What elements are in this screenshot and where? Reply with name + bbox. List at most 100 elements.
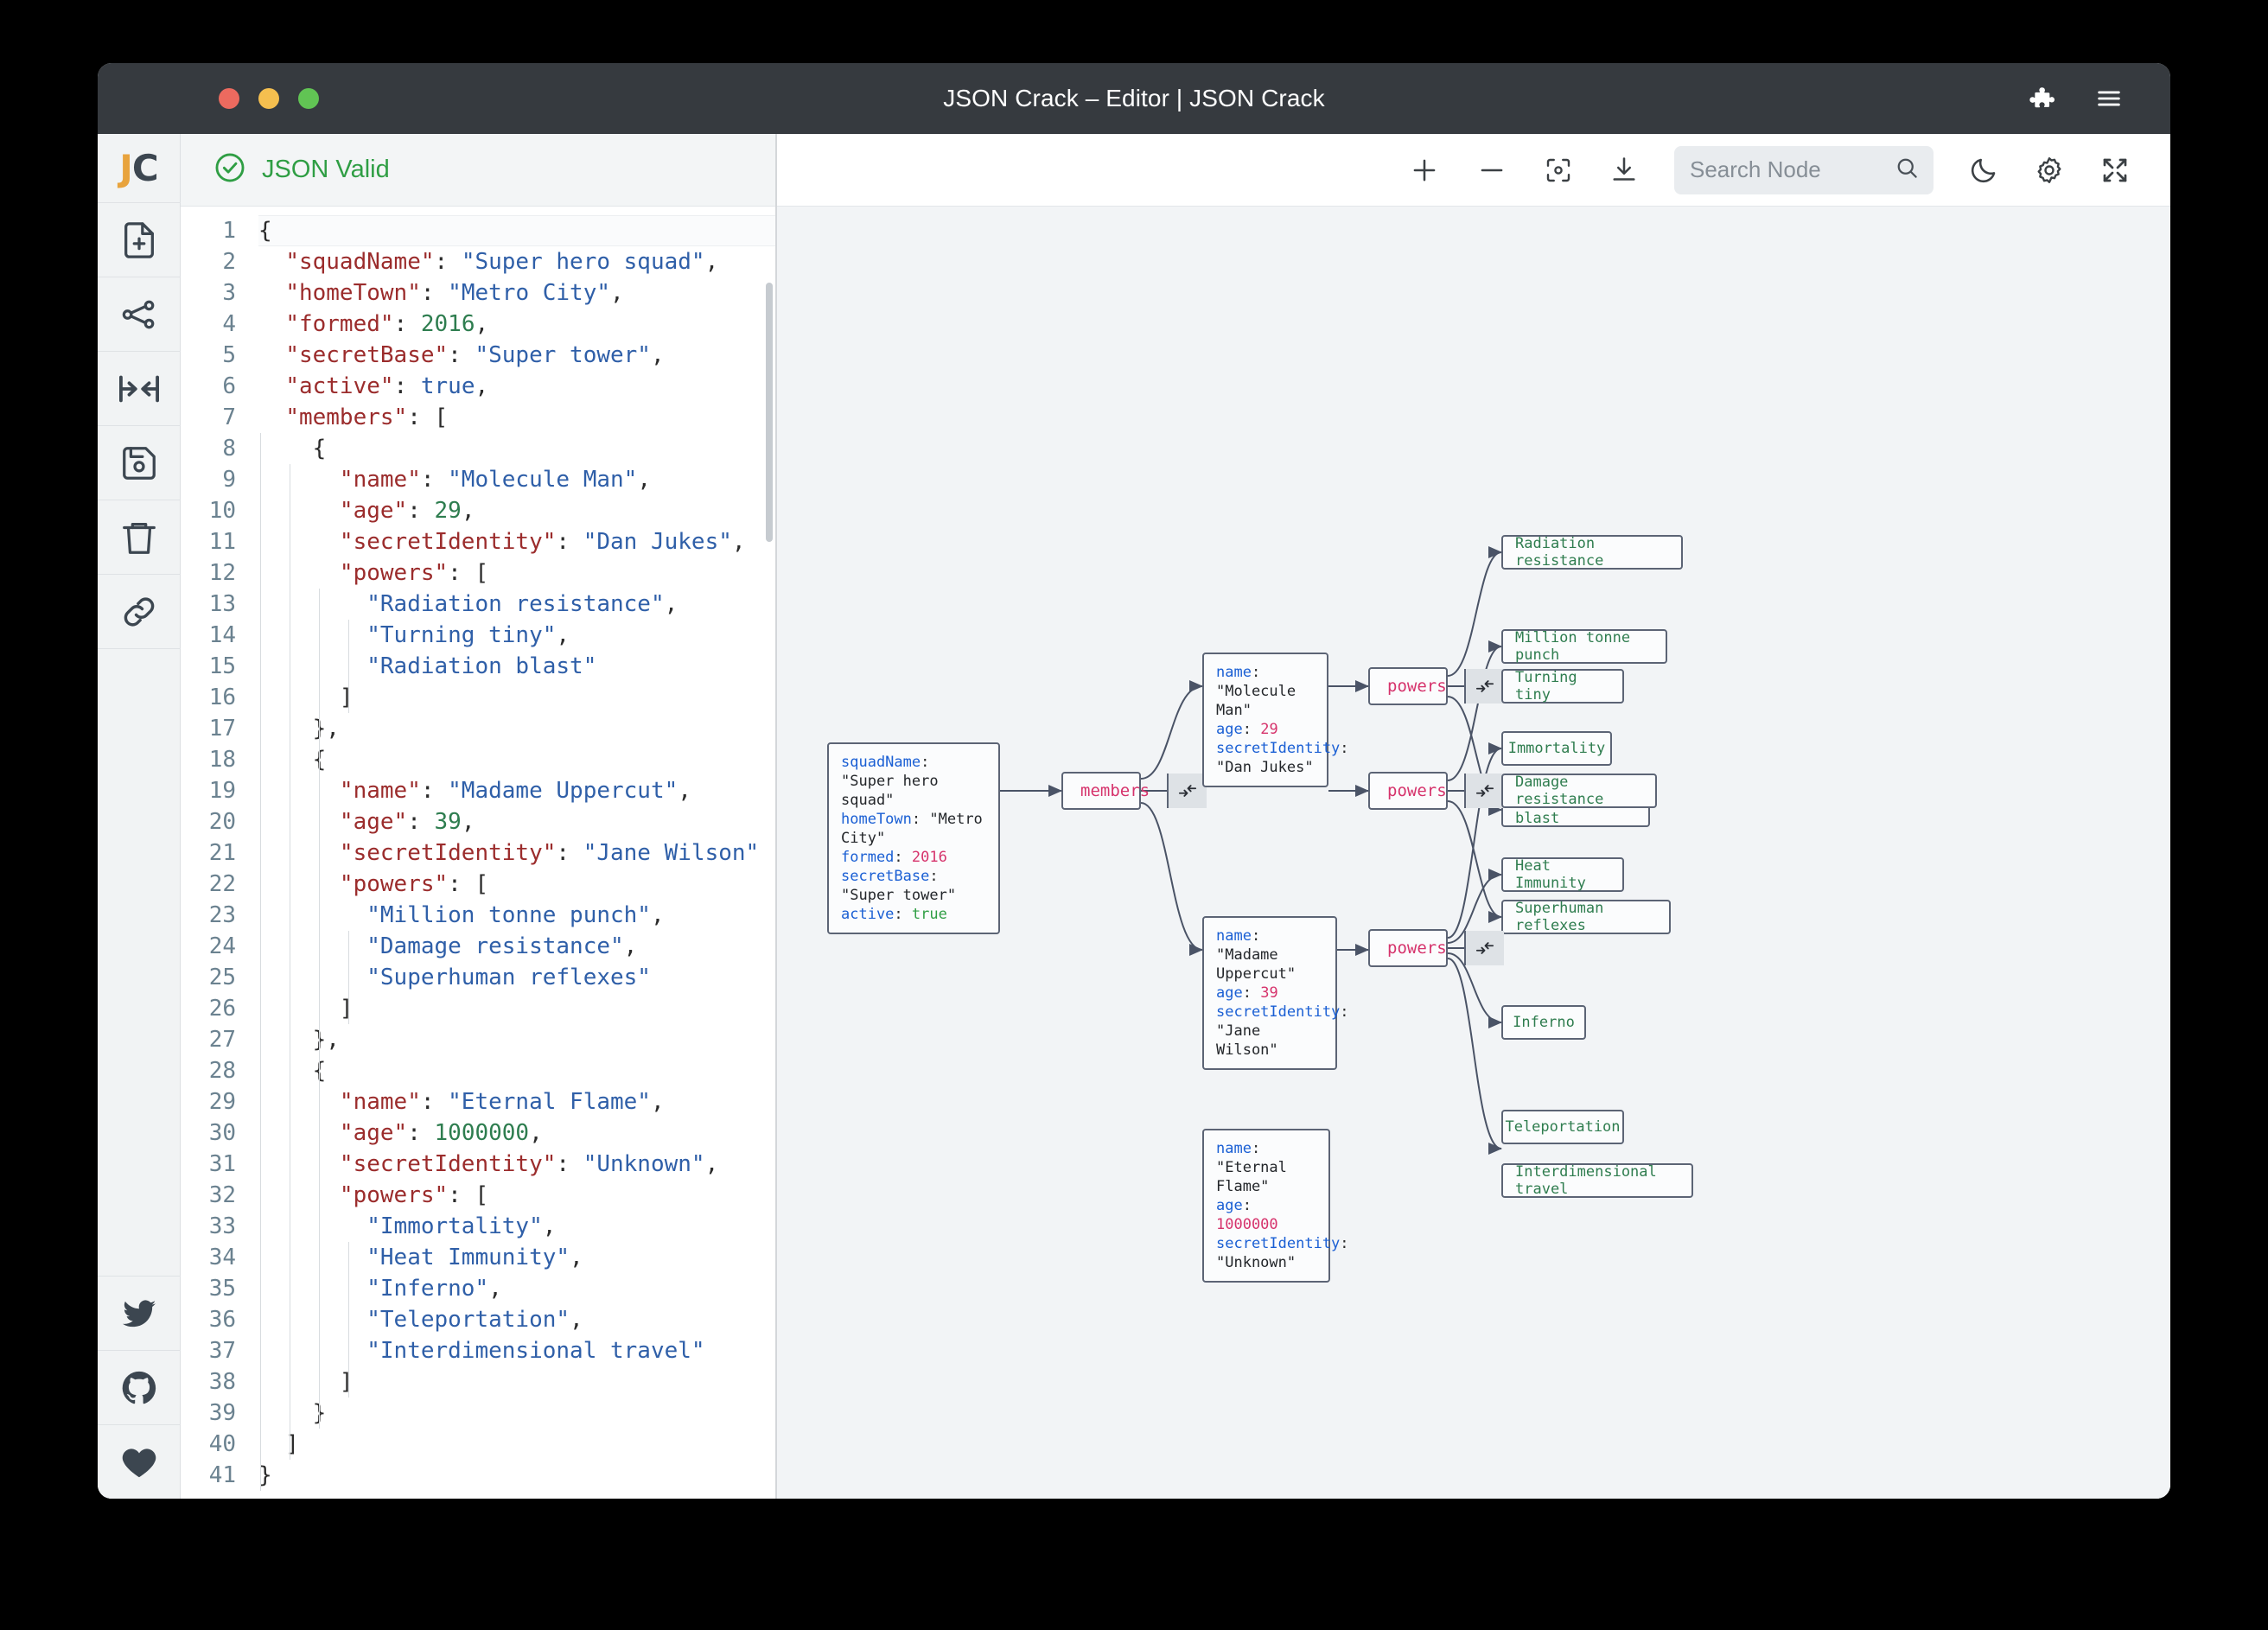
share-graph-button[interactable] [98,277,181,352]
code-line: "Radiation blast" [366,653,597,679]
app-body: JC [98,134,2170,1499]
line-number: 11 [208,529,236,555]
maximize-window-button[interactable] [298,88,319,109]
delete-icon [119,518,159,557]
logo-letter-j: J [119,147,133,189]
member-node-molecule-man[interactable]: name: "Molecule Man" age: 29 secretIdent… [1202,653,1349,787]
power-leaf-node[interactable]: Turning tiny [1501,669,1624,704]
node-row: formed: 2016 [841,849,947,866]
node-row: age: 29 [1216,721,1278,738]
line-number: 2 [222,249,236,275]
code-line: "secretIdentity": "Unknown", [339,1151,719,1177]
line-number: 9 [222,467,236,493]
settings-button[interactable] [2034,155,2065,186]
members-key-node[interactable]: members [1061,772,1207,810]
delete-button[interactable] [98,500,181,575]
powers-key-node-1[interactable]: powers [1368,667,1504,705]
node-row: secretIdentity: "Dan Jukes" [1216,740,1349,776]
line-number: 31 [208,1151,236,1177]
code-line: "squadName": "Super hero squad", [285,249,719,275]
search-icon[interactable] [1894,155,1920,185]
power-leaf-node[interactable]: Inferno [1501,1005,1586,1040]
github-button[interactable] [98,1350,181,1424]
fullscreen-button[interactable] [2099,155,2131,186]
power-leaf-node[interactable]: Damage resistance [1501,774,1657,808]
line-number: 37 [208,1338,236,1364]
share-graph-icon [119,295,159,334]
node-row: homeTown: "Metro City" [841,811,983,847]
line-number: 36 [208,1307,236,1333]
indent-guide [319,589,320,1429]
line-number: 15 [208,653,236,679]
node-row: squadName: "Super hero squad" [841,754,939,809]
new-document-button[interactable] [98,203,181,277]
collapse-icon[interactable] [1463,669,1504,704]
app-logo[interactable]: JC [98,134,181,203]
member-node-eternal-flame[interactable]: name: "Eternal Flame" age: 1000000 secre… [1202,1129,1349,1283]
extensions-icon[interactable] [2025,84,2055,113]
editor-scrollbar[interactable] [766,283,773,542]
line-number: 40 [208,1431,236,1457]
line-number: 35 [208,1276,236,1302]
code-line: "age": 29, [339,498,475,524]
power-leaf-node[interactable]: Heat Immunity [1501,857,1624,892]
zoom-out-button[interactable] [1475,154,1508,187]
window-controls [219,88,319,109]
code-content[interactable]: { "squadName": "Super hero squad", "home… [246,207,775,1499]
collapse-icon[interactable] [1463,774,1504,808]
code-line: "secretIdentity": "Jane Wilson" [339,840,760,866]
center-view-button[interactable] [1543,155,1574,186]
search-node-box[interactable] [1674,145,1934,194]
code-line: "powers": [ [339,871,489,897]
copy-link-button[interactable] [98,575,181,649]
indent-guide [348,620,349,713]
power-leaf-node[interactable]: Radiation resistance [1501,535,1683,570]
code-line: "powers": [ [339,1182,489,1208]
code-line: ] [258,684,354,710]
link-icon [119,592,159,632]
power-leaf-node[interactable]: Immortality [1501,731,1612,766]
dark-mode-toggle[interactable] [1968,155,1999,186]
line-number: 17 [208,716,236,742]
code-line: } [258,1400,327,1426]
line-number: 6 [222,373,236,399]
collapse-arrows-button[interactable] [98,352,181,426]
zoom-in-button[interactable] [1408,154,1441,187]
node-row: name: "Molecule Man" [1216,664,1296,719]
collapse-icon[interactable] [1463,931,1504,965]
members-label: members [1080,781,1150,800]
line-number: 5 [222,342,236,368]
line-number: 25 [208,965,236,990]
minimize-window-button[interactable] [258,88,279,109]
code-line: "homeTown": "Metro City", [285,280,624,306]
code-line: "Million tonne punch", [366,902,665,928]
graph-canvas[interactable]: squadName: "Super hero squad" homeTown: … [777,207,2170,1499]
line-number: 26 [208,996,236,1022]
code-line: "secretIdentity": "Dan Jukes", [339,529,746,555]
search-input[interactable] [1690,156,1887,183]
collapse-icon[interactable] [1167,774,1207,808]
code-line: "powers": [ [339,560,489,586]
code-line: { [258,747,327,773]
menu-icon[interactable] [2094,84,2124,113]
power-leaf-node[interactable]: Million tonne punch [1501,629,1667,664]
close-window-button[interactable] [219,88,239,109]
json-validity-label: JSON Valid [262,156,390,183]
line-number: 1 [222,218,236,244]
power-leaf-node[interactable]: Interdimensional travel [1501,1163,1693,1198]
twitter-button[interactable] [98,1276,181,1350]
powers-key-node-3[interactable]: powers [1368,929,1504,967]
member-node-madame-uppercut[interactable]: name: "Madame Uppercut" age: 39 secretId… [1202,916,1349,1070]
power-leaf-node[interactable]: Teleportation [1501,1110,1624,1144]
root-node[interactable]: squadName: "Super hero squad" homeTown: … [827,742,1000,934]
line-number: 10 [208,498,236,524]
line-number: 8 [222,436,236,462]
download-button[interactable] [1609,155,1640,186]
power-leaf-node[interactable]: Superhuman reflexes [1501,900,1671,934]
powers-key-node-2[interactable]: powers [1368,772,1504,810]
save-button[interactable] [98,426,181,500]
code-line: "Interdimensional travel" [366,1338,705,1364]
support-button[interactable] [98,1424,181,1499]
